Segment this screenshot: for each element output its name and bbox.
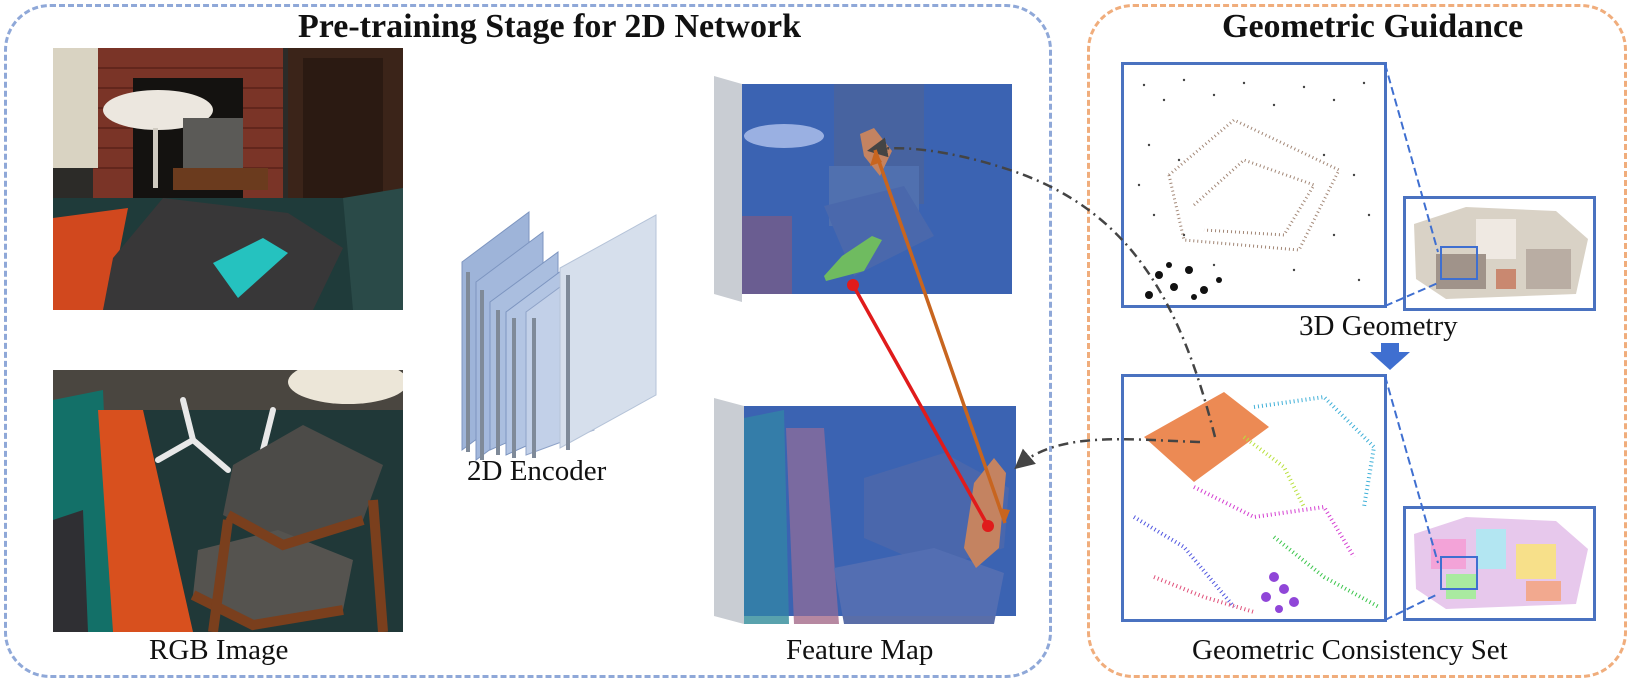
anchor-point-bottom xyxy=(982,520,994,532)
rgb-image-1 xyxy=(53,48,403,310)
encoder-layers xyxy=(461,211,657,461)
geometric-guidance-panel xyxy=(1087,4,1627,678)
consistency-label: Geometric Consistency Set xyxy=(1192,634,1508,666)
pretraining-stage-title: Pre-training Stage for 2D Network xyxy=(298,8,801,45)
geometry-scene-thumbnail xyxy=(1403,196,1596,311)
encoder-label: 2D Encoder xyxy=(467,455,607,487)
rgb-image-label: RGB Image xyxy=(149,634,289,666)
zoom-line-consistency-bottom xyxy=(1384,593,1439,621)
guidance-link-top xyxy=(867,137,1217,438)
geometry-point-cloud xyxy=(1121,62,1387,308)
feature-map-top xyxy=(714,76,1012,302)
feature-map-bottom xyxy=(714,398,1016,624)
consistency-point-cloud xyxy=(1121,374,1387,622)
correspondence-red-line xyxy=(851,284,990,527)
pretraining-stage-panel xyxy=(4,4,1052,678)
guidance-link-bottom xyxy=(1014,437,1201,470)
geometric-guidance-title: Geometric Guidance xyxy=(1222,8,1524,45)
zoom-line-consistency-top xyxy=(1384,375,1439,564)
correspondence-orange-line xyxy=(873,149,1007,524)
anchor-point-top xyxy=(847,279,859,291)
consistency-scene-thumbnail xyxy=(1403,506,1596,621)
geometry-label: 3D Geometry xyxy=(1299,310,1458,342)
zoom-line-geometry-top xyxy=(1384,63,1439,253)
feature-map-label: Feature Map xyxy=(786,634,934,666)
rgb-image-2 xyxy=(53,370,403,632)
zoom-line-geometry-bottom xyxy=(1384,282,1439,307)
down-arrow-icon xyxy=(1370,343,1410,370)
